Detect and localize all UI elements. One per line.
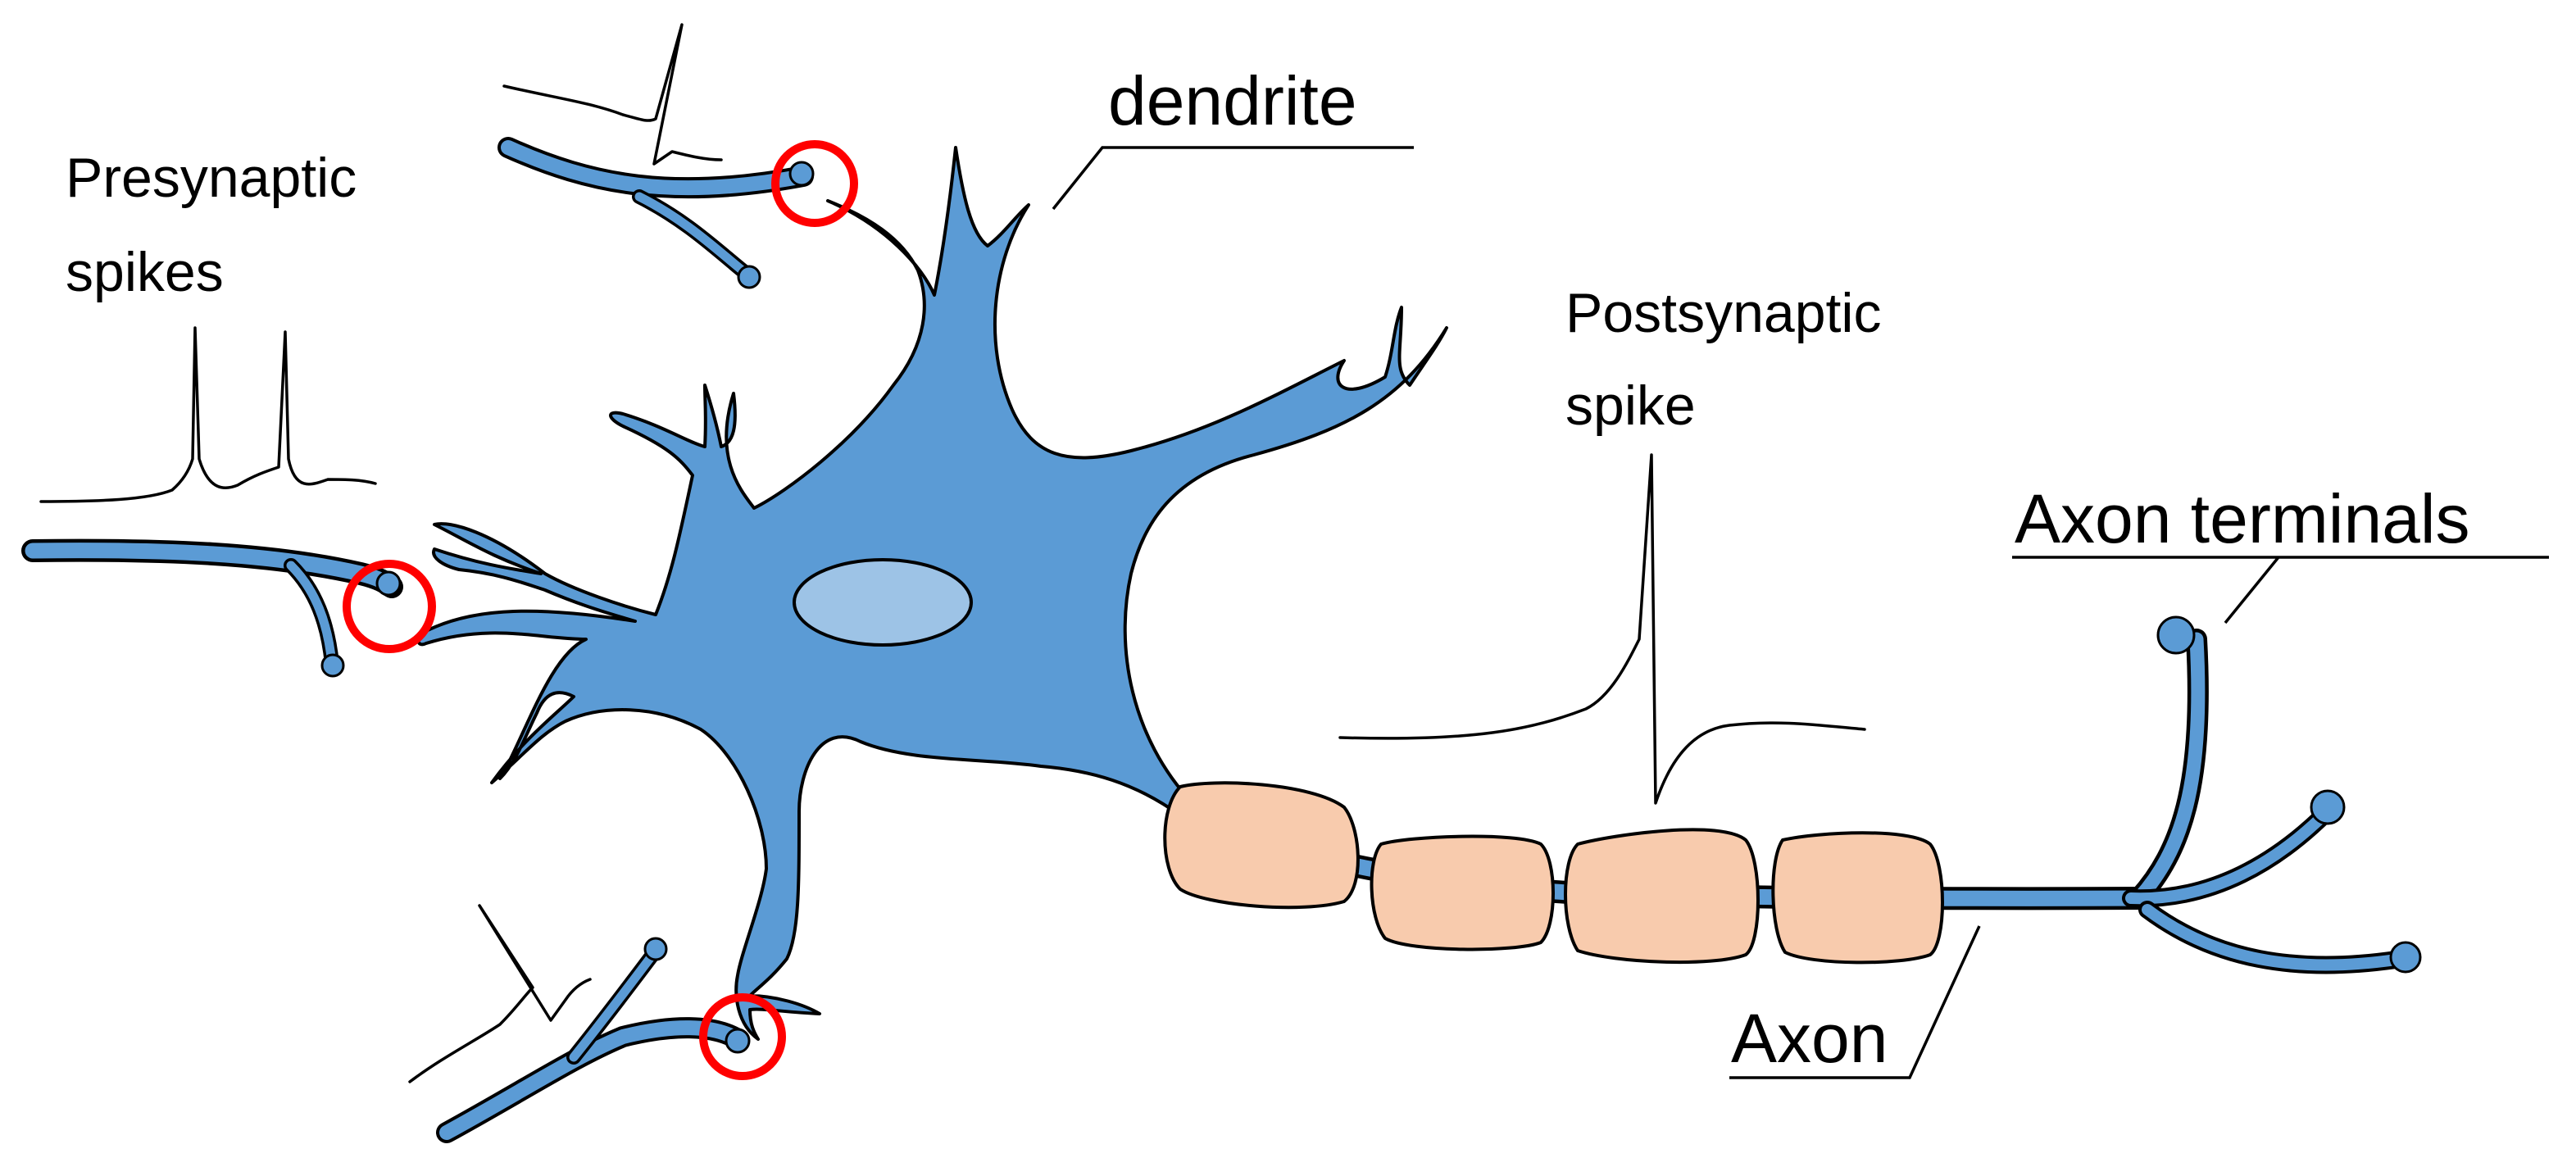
label-presynaptic-line1: Presynaptic: [66, 147, 357, 209]
presynaptic-spike-trace-top: [502, 23, 723, 166]
axon-terminals-leader: [2012, 556, 2549, 624]
axon-terminal-branches: [2122, 615, 2422, 974]
postsynaptic-spike-trace: [1338, 453, 1866, 805]
axon-terminal-knob: [2310, 789, 2346, 825]
label-axon: Axon: [1731, 1000, 1888, 1077]
label-axon-terminals: Axon terminals: [2015, 480, 2470, 557]
synapse-ring-left: [343, 560, 436, 653]
label-dendrite: dendrite: [1108, 62, 1357, 139]
axon-leader: [1729, 925, 1981, 1079]
synaptic-knob: [725, 1028, 751, 1054]
axon-terminal-knob: [2156, 615, 2196, 655]
myelin-segment: [1564, 828, 1760, 965]
presynaptic-spike-trace-bottom: [408, 904, 592, 1083]
label-presynaptic-line2: spikes: [66, 241, 224, 303]
presynaptic-axon-top: [497, 137, 815, 289]
synaptic-knob: [375, 570, 402, 597]
myelin-segment: [1771, 831, 1944, 965]
nucleus: [793, 558, 973, 647]
myelin-segment: [1370, 834, 1555, 951]
axon-terminal-knob: [2389, 941, 2422, 974]
presynaptic-axon-left: [21, 538, 403, 678]
synapse-ring-bottom: [699, 993, 786, 1080]
synaptic-knob: [320, 653, 345, 678]
label-postsynaptic-line1: Postsynaptic: [1565, 282, 1882, 344]
myelin-sheath: [1163, 781, 1944, 965]
presynaptic-spike-trace-left: [39, 326, 377, 503]
synapse-markers: [343, 140, 858, 1080]
label-postsynaptic-line2: spike: [1565, 375, 1696, 437]
dendrite-leader: [1052, 146, 1414, 211]
synaptic-knob: [788, 161, 815, 187]
synapse-ring-top: [771, 140, 858, 227]
myelin-segment: [1163, 781, 1360, 910]
synaptic-knob: [737, 265, 761, 289]
synaptic-knob: [643, 937, 668, 961]
